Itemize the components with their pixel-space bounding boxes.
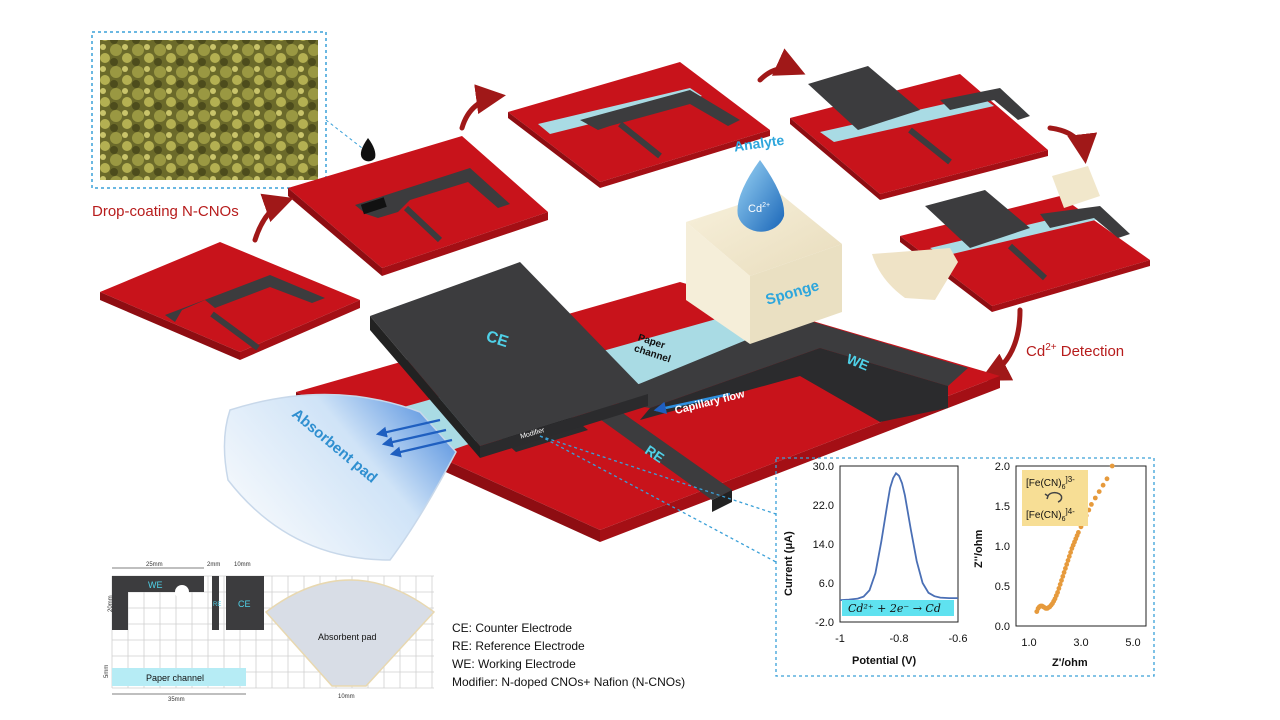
- eis-x-tick-label: 1.0: [1021, 637, 1036, 649]
- svg-text:10mm: 10mm: [234, 562, 251, 568]
- sponge-block: [686, 192, 842, 344]
- schematic-channel-label: Paper channel: [146, 673, 204, 683]
- eis-point: [1061, 570, 1067, 575]
- schematic-absorbent-pad: [264, 579, 436, 687]
- leader-lines: [539, 435, 1155, 677]
- schematic-dimensions: 25mm 2mm 10mm 20mm 5mm 35mm 10mm: [104, 562, 355, 703]
- we-label: WE: [844, 350, 871, 373]
- eis-y-tick-label: 1.5: [995, 501, 1010, 513]
- eis-legend-top: [Fe(CN)6]3-: [1026, 475, 1075, 491]
- eis-point: [1109, 463, 1115, 469]
- eis-point: [1068, 550, 1073, 555]
- schematic-ce: [226, 576, 264, 630]
- dpv-x-ticks: -1 -0.8 -0.6: [835, 633, 967, 645]
- eis-point: [1096, 489, 1102, 494]
- eis-x-ticks: 1.0 3.0 5.0: [1021, 637, 1140, 649]
- sem-image-inset: [91, 31, 376, 189]
- analyte-drop-icon: [737, 160, 785, 232]
- eis-x-tick-label: 3.0: [1073, 637, 1088, 649]
- dpv-plot-frame: [839, 465, 959, 623]
- dpv-x-axis-label: Potential (V): [852, 655, 917, 667]
- dimension-schematic: WE RE CE Absorbent pad Paper channel 25m…: [104, 562, 436, 703]
- dpv-y-tick-label: 6.0: [819, 578, 834, 590]
- eis-point: [1057, 582, 1063, 587]
- ink-drop-icon: [360, 138, 376, 162]
- step-board-2: [288, 136, 548, 276]
- eis-point: [1092, 495, 1098, 501]
- step-board-4: [790, 66, 1048, 200]
- schematic-ce-label: CE: [238, 599, 251, 609]
- legend-we: WE: Working Electrode: [452, 657, 576, 671]
- drop-ion-label: Cd2+: [748, 202, 770, 215]
- eis-legend-bottom: [Fe(CN)6]4-: [1026, 507, 1075, 523]
- dpv-y-tick-label: 22.0: [813, 500, 834, 512]
- dpv-y-axis-label: Current (μA): [783, 531, 795, 596]
- eis-point: [1059, 578, 1064, 583]
- eis-chart: 0.0 0.5 1.0 1.5 2.0 1.0 3.0 5.0 [Fe(CN)6]3- [F…: [973, 461, 1147, 669]
- step-board-5: [872, 166, 1150, 312]
- schematic-we-label: WE: [148, 580, 163, 590]
- dpv-x-tick-label: -1: [835, 633, 845, 645]
- schematic-paper-channel: [112, 668, 246, 686]
- legend-ce: CE: Counter Electrode: [452, 621, 572, 635]
- eis-y-tick-label: 1.0: [995, 541, 1010, 553]
- legend-modifier: Modifier: N-doped CNOs+ Nafion (N-CNOs): [452, 675, 685, 689]
- ce-label: CE: [484, 328, 511, 351]
- eis-point: [1060, 574, 1066, 579]
- eis-point: [1104, 476, 1110, 482]
- dropcoat-label: Drop-coating N-CNOs: [92, 203, 239, 220]
- dpv-x-tick-label: -0.6: [949, 633, 968, 645]
- dpv-y-tick-label: 14.0: [813, 539, 834, 551]
- dpv-y-tick-label: 30.0: [813, 461, 834, 473]
- eis-point: [1089, 502, 1094, 507]
- schematic-re: [212, 576, 219, 630]
- eis-y-tick-label: 0.5: [995, 581, 1010, 593]
- re-electrode: [590, 404, 732, 500]
- eis-points: [1034, 463, 1115, 614]
- dpv-annotation-box: [842, 600, 954, 616]
- eis-y-tick-label: 2.0: [995, 461, 1010, 473]
- eis-y-axis-label: Z''/ohm: [973, 530, 985, 568]
- we-electrode: [600, 318, 968, 408]
- dpv-x-tick-label: -0.8: [890, 633, 909, 645]
- svg-text:20mm: 20mm: [108, 595, 114, 612]
- dpv-chart: -2.0 6.0 14.0 22.0 30.0 -1 -0.8 -0.6 Cd²⁺ + 2e…: [783, 461, 967, 667]
- eis-point: [1065, 558, 1071, 563]
- eis-legend-box: [1022, 470, 1088, 526]
- svg-text:10mm: 10mm: [338, 694, 355, 700]
- main-device: [223, 160, 1000, 561]
- eis-point: [1055, 590, 1060, 595]
- eis-point: [1056, 586, 1062, 591]
- eis-x-axis-label: Z'/ohm: [1052, 657, 1088, 669]
- svg-text:25mm: 25mm: [146, 562, 163, 568]
- eis-point: [1063, 566, 1068, 571]
- analyte-label: Analyte: [733, 132, 786, 155]
- eis-x-tick-label: 5.0: [1125, 637, 1140, 649]
- eis-point: [1076, 530, 1081, 535]
- step-board-1: [100, 242, 360, 360]
- svg-text:2mm: 2mm: [207, 562, 220, 568]
- eis-y-ticks: 0.0 0.5 1.0 1.5 2.0: [995, 461, 1010, 633]
- legend-re: RE: Reference Electrode: [452, 639, 585, 653]
- eis-redox-cycle-icon: [1044, 491, 1063, 503]
- svg-text:5mm: 5mm: [104, 665, 110, 678]
- ce-electrode: [370, 262, 648, 446]
- step-board-3: [508, 62, 770, 188]
- electrode-legend: CE: Counter Electrode RE: Reference Elec…: [452, 621, 685, 689]
- svg-text:35mm: 35mm: [168, 697, 185, 703]
- eis-point: [1100, 482, 1106, 488]
- detection-label: Cd2+ Detection: [1026, 342, 1124, 360]
- eis-point: [1064, 562, 1070, 567]
- dpv-y-ticks: -2.0 6.0 14.0 22.0 30.0: [813, 461, 834, 629]
- eis-y-tick-label: 0.0: [995, 621, 1010, 633]
- dpv-series-line: [839, 471, 958, 601]
- eis-point: [1066, 554, 1072, 559]
- schematic-pad-label: Absorbent pad: [318, 632, 377, 642]
- dpv-y-tick-label: -2.0: [815, 617, 834, 629]
- dpv-annotation: Cd²⁺ + 2e⁻ → Cd: [848, 602, 941, 615]
- absorbent-pad-shape: [223, 393, 457, 561]
- schematic-re-label: RE: [213, 602, 221, 608]
